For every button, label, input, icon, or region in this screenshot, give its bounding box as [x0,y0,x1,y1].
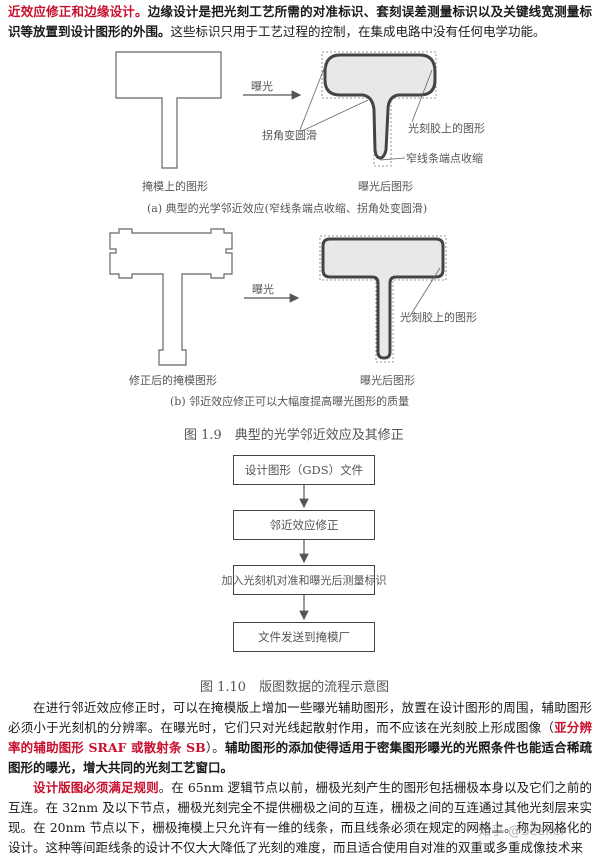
mask-pattern-label-a: 掩模上的图形 [142,180,208,193]
flow-step-add-marks: 加入光刻机对准和曝光后测量标识 [222,565,387,595]
figure-1-9b-caption: (b) 邻近效应修正可以大幅度提高曝光图形的质量 [170,395,410,408]
resist-shape-a [323,53,437,160]
sraf-bold: 辅助图形的添加使得适用于密集图形曝光的光照条件也能适合稀疏图形的曝光，增大共同的… [8,740,592,775]
exposure-label-b: 曝光 [252,283,274,296]
corrected-mask-label: 修正后的掩模图形 [129,374,217,387]
exposed-pattern-label-b: 曝光后图形 [360,374,415,387]
corner-rounding-label: 拐角变圆滑 [262,129,317,142]
mask-t-shape-a [115,51,222,169]
watermark: 知乎 @Seeker [478,824,566,839]
design-rule-paragraph: 设计版图必须满足规则。在 65nm 逻辑节点以前，栅极光刻产生的图形包括栅极本身… [8,778,592,858]
figure-1-9a-caption: (a) 典型的光学邻近效应(窄线条端点收缩、拐角处变圆滑) [147,202,428,215]
flow-step-opc: 邻近效应修正 [233,510,375,540]
figure-1-10-title: 图 1.10 版图数据的流程示意图 [200,680,390,695]
intro-rest: 这些标识只用于工艺过程的控制，在集成电路中没有任何电学功能。 [170,24,546,39]
sraf-start: 在进行邻近效应修正时，可以在掩模版上增加一些曝光辅助图形，放置在设计图形的周围，… [8,700,592,735]
exposure-label-a: 曝光 [251,80,273,93]
flow-step-send-to-mask-shop: 文件发送到掩模厂 [233,622,375,652]
intro-lead: 近效应修正和边缘设计。 [8,4,148,19]
flow-step-gds-file: 设计图形（GDS）文件 [233,455,375,485]
design-rule-lead: 设计版图必须满足规则 [33,780,159,795]
resist-pattern-label-a: 光刻胶上的图形 [408,122,485,135]
sraf-term: 亚分辨率的辅助图形 SRAF 或散射条 SB [8,720,592,755]
intro-bold: 边缘设计是把光刻工艺所需的对准标识、套刻误差测量标识以及关键线宽测量标识等放置到… [8,4,592,39]
sraf-paragraph: 在进行邻近效应修正时，可以在掩模版上增加一些曝光辅助图形，放置在设计图形的周围，… [8,698,592,778]
design-rule-body: 。在 65nm 逻辑节点以前，栅极光刻产生的图形包括栅极本身以及它们之前的互连。… [8,780,592,855]
figure-1-9-title: 图 1.9 典型的光学邻近效应及其修正 [184,428,404,443]
corrected-mask-shape-b [109,228,233,366]
resist-shape-b [321,237,445,360]
intro-paragraph: 近效应修正和边缘设计。边缘设计是把光刻工艺所需的对准标识、套刻误差测量标识以及关… [8,2,592,42]
sraf-mid: ）。 [205,740,225,755]
exposed-pattern-label-a: 曝光后图形 [358,180,413,193]
line-end-shortening-label: 窄线条端点收缩 [406,152,483,165]
figure-1-9-drawing [109,51,447,366]
resist-pattern-label-b: 光刻胶上的图形 [400,311,477,324]
